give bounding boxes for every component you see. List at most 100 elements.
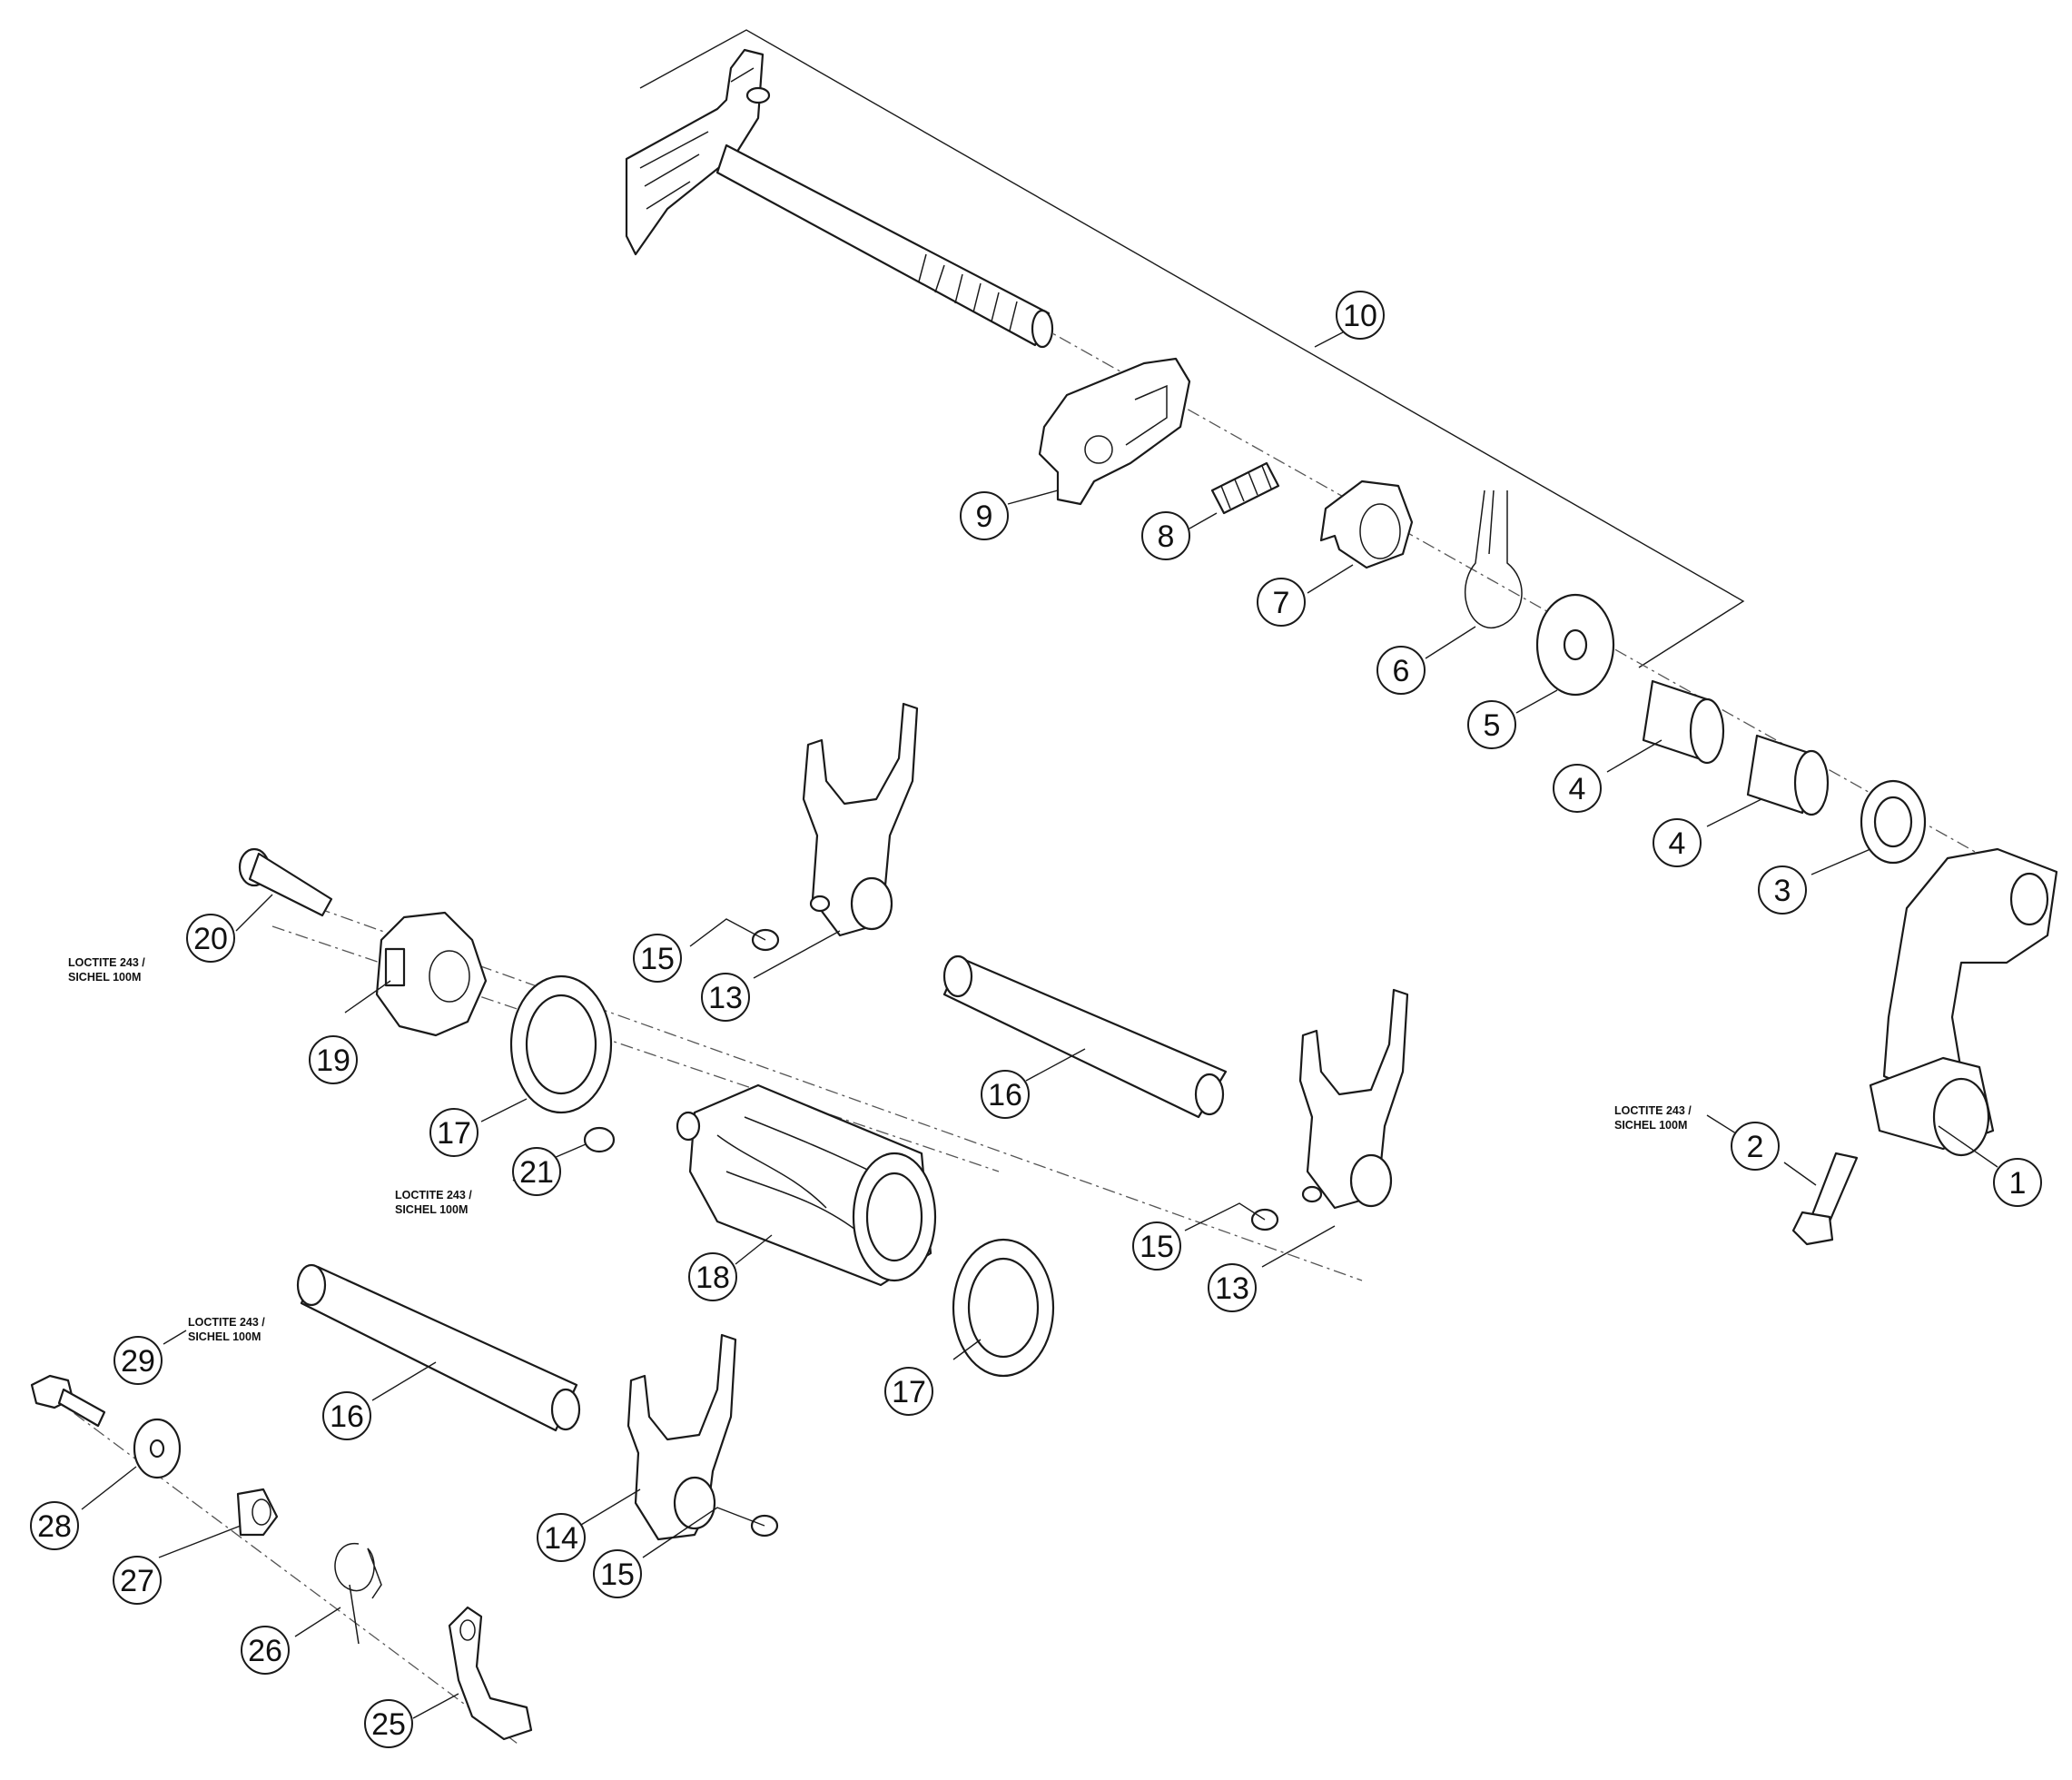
callout-number: 15 (600, 1558, 635, 1592)
callout-circle (981, 1070, 1030, 1119)
callout-circle (309, 1035, 358, 1084)
callout-circle (1141, 511, 1190, 560)
callout-number: 13 (708, 981, 743, 1015)
note-line-2: SICHEL 100M (395, 1203, 468, 1216)
callout-number: 16 (988, 1078, 1022, 1112)
detent-lever (448, 1606, 533, 1741)
callout-number: 19 (316, 1043, 350, 1078)
note-line-1: LOCTITE 243 / (395, 1189, 472, 1202)
callout-10: 10 (1336, 291, 1385, 340)
shift-shaft (625, 48, 1054, 349)
callout-19: 19 (309, 1035, 358, 1084)
callout-circle (701, 973, 750, 1022)
callout-circle (113, 1336, 163, 1385)
assembly-bracket-10 (639, 29, 1745, 668)
callout-circle (1336, 291, 1385, 340)
callout-circle (186, 914, 235, 963)
callout-circle (241, 1626, 290, 1675)
callout-circle (1653, 818, 1702, 867)
detent-spring (334, 1543, 382, 1645)
callout-circle (537, 1513, 586, 1562)
callout-4: 4 (1553, 764, 1602, 813)
callout-number: 1 (2009, 1166, 2027, 1201)
callout-1: 1 (1993, 1158, 2042, 1207)
callout-circle (633, 934, 682, 983)
callout-15: 15 (593, 1549, 642, 1598)
spring (1210, 461, 1280, 515)
callout-number: 7 (1273, 586, 1290, 620)
shift-plate (1038, 357, 1191, 506)
callout-number: 4 (1569, 772, 1586, 806)
note-line-2: SICHEL 100M (68, 971, 141, 984)
note-line-1: LOCTITE 243 / (1614, 1104, 1692, 1117)
callout-number: 18 (696, 1261, 730, 1295)
callout-circle (1731, 1122, 1780, 1171)
callout-number: 27 (120, 1564, 154, 1598)
callout-circle (1553, 764, 1602, 813)
washer-lower (133, 1418, 182, 1479)
callout-circle (884, 1367, 933, 1416)
callout-number: 15 (1140, 1230, 1174, 1264)
callout-27: 27 (113, 1556, 162, 1605)
callout-number: 17 (892, 1375, 926, 1409)
callout-circle (30, 1501, 79, 1550)
callout-28: 28 (30, 1501, 79, 1550)
bolt-lever (1791, 1152, 1859, 1246)
callout-5: 5 (1467, 700, 1516, 749)
callout-7: 7 (1257, 578, 1306, 627)
callout-number: 5 (1484, 708, 1501, 743)
shift-lever (1869, 847, 2058, 1157)
callout-29: 29 (113, 1336, 163, 1385)
callout-number: 29 (121, 1344, 155, 1379)
callout-number: 13 (1215, 1271, 1249, 1306)
note-screw: LOCTITE 243 / SICHEL 100M (395, 1189, 472, 1216)
callout-number: 8 (1158, 519, 1175, 554)
note-line-2: SICHEL 100M (188, 1330, 261, 1343)
callout-17: 17 (884, 1367, 933, 1416)
note-line-1: LOCTITE 243 / (188, 1316, 265, 1329)
callout-circle (1376, 646, 1426, 695)
callout-number: 3 (1774, 874, 1791, 908)
callout-25: 25 (364, 1699, 413, 1748)
callout-circle (322, 1391, 371, 1440)
callout-circle (688, 1252, 737, 1301)
callout-2: 2 (1731, 1122, 1780, 1171)
callout-number: 25 (371, 1707, 406, 1742)
callout-circle (1257, 578, 1306, 627)
collar (1319, 480, 1414, 569)
return-spring (1464, 490, 1523, 629)
callout-15: 15 (1132, 1221, 1181, 1271)
callout-number: 9 (976, 499, 993, 534)
callout-circle (1467, 700, 1516, 749)
callout-26: 26 (241, 1626, 290, 1675)
fork-rod-lower (296, 1263, 581, 1432)
callout-circle (1132, 1221, 1181, 1271)
callout-17: 17 (429, 1108, 479, 1157)
callout-circle (512, 1147, 561, 1196)
shift-fork-upper (802, 702, 919, 937)
note-lever-bolt: LOCTITE 243 / SICHEL 100M (1614, 1104, 1692, 1132)
callout-number: 14 (544, 1521, 578, 1556)
bearing-upper (509, 974, 613, 1114)
callout-number: 16 (330, 1399, 364, 1434)
washer (1535, 593, 1615, 697)
callout-number: 4 (1669, 826, 1686, 861)
callout-circle (1993, 1158, 2042, 1207)
callout-number: 17 (437, 1116, 471, 1151)
callout-circle (364, 1699, 413, 1748)
shift-fork-lower (1298, 988, 1409, 1210)
callout-number: 6 (1393, 654, 1410, 688)
bushing-lower (1746, 734, 1830, 816)
callout-number: 26 (248, 1634, 282, 1668)
callout-9: 9 (960, 491, 1009, 540)
bearing-lower (952, 1238, 1055, 1378)
callout-number: 10 (1343, 299, 1377, 333)
callout-circle (1208, 1263, 1257, 1312)
callout-circle (960, 491, 1009, 540)
note-line-1: LOCTITE 243 / (68, 956, 145, 969)
callout-6: 6 (1376, 646, 1426, 695)
note-line-2: SICHEL 100M (1614, 1119, 1687, 1132)
locking-star (375, 911, 488, 1037)
callout-18: 18 (688, 1252, 737, 1301)
callouts: 1234456789101313141515151616171718192021… (30, 291, 2042, 1748)
